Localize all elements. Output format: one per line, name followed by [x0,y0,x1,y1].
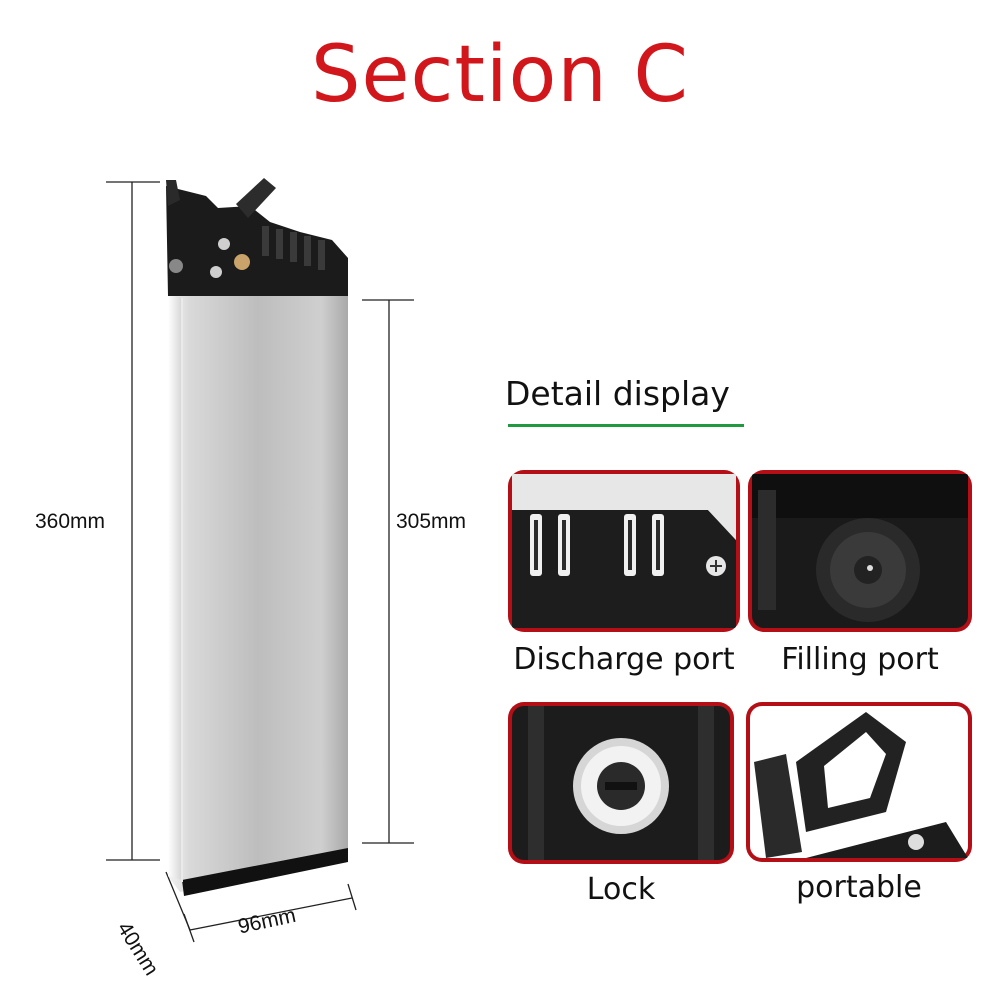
detail-photo-portable [746,702,972,862]
dimension-label-body-height: 305mm [396,510,467,533]
filling-port-image [752,474,968,628]
detail-photo-lock [508,702,734,864]
detail-heading-underline [508,424,744,427]
caption-discharge-port: Discharge port [513,642,735,677]
battery-body [168,292,348,896]
portable-handle-image [750,706,968,858]
caption-lock: Lock [586,872,656,907]
page-title: Section C [310,30,690,120]
battery-top-cap [166,178,348,296]
lock-image [512,706,730,860]
caption-portable: portable [796,870,922,905]
dimension-label-total-height: 360mm [35,510,106,533]
discharge-port-image [512,474,736,628]
dimension-line-depth [165,871,191,931]
detail-photo-discharge-port [508,470,740,632]
dimension-line-total-height [106,181,160,861]
caption-filling-port: Filling port [781,642,939,677]
detail-heading: Detail display [505,374,730,413]
dimension-line-body-height [362,299,414,844]
detail-photo-filling-port [748,470,972,632]
